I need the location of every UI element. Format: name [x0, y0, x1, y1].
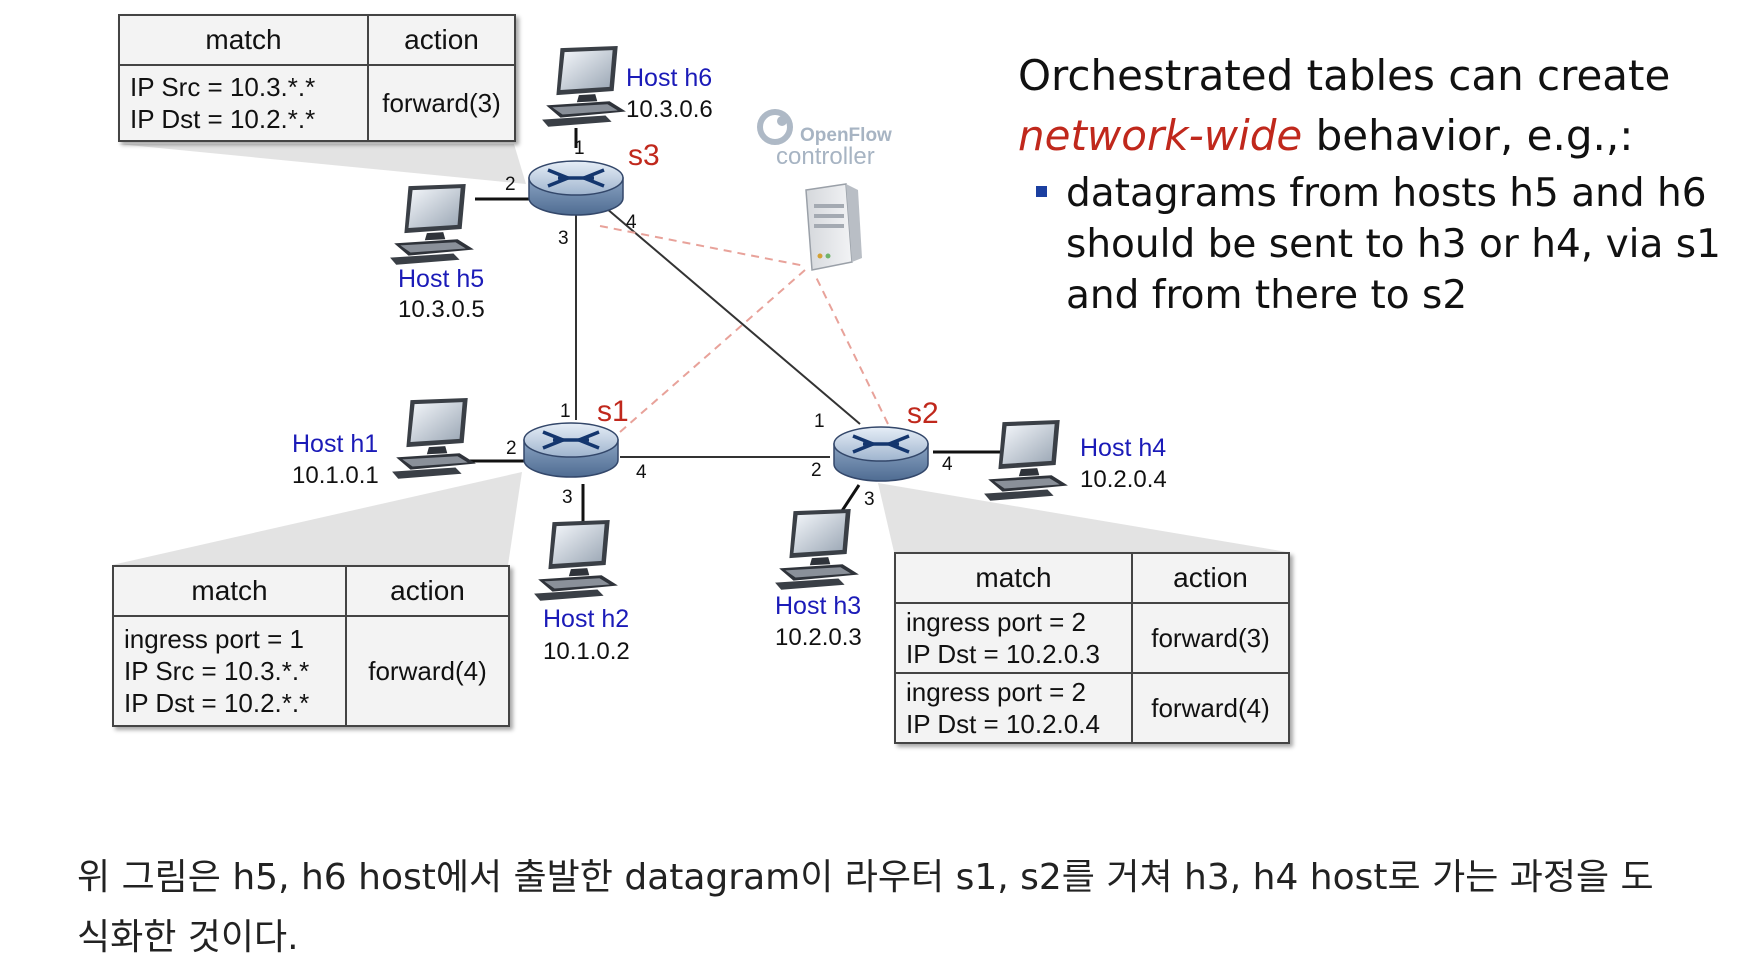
- h3-computer-icon: [775, 509, 859, 590]
- h2-computer-icon: [534, 520, 618, 601]
- s1-port-4: 4: [636, 462, 647, 483]
- headline-rest: behavior, e.g.,:: [1302, 111, 1634, 160]
- s2-port-3: 3: [864, 489, 875, 510]
- match-condition: IP Src = 10.3.*.*: [130, 72, 316, 102]
- host-h2-name: Host h2: [543, 605, 630, 633]
- s3-port-2: 2: [505, 174, 516, 195]
- h6-computer-icon: [542, 46, 626, 127]
- match-cell: ingress port = 2 IP Dst = 10.2.0.4: [894, 672, 1133, 744]
- match-cell: IP Src = 10.3.*.* IP Dst = 10.2.*.*: [118, 64, 369, 142]
- match-cell: ingress port = 2 IP Dst = 10.2.0.3: [894, 602, 1133, 674]
- switch-s3-label: s3: [628, 139, 660, 172]
- s1-router-icon: [522, 422, 620, 479]
- h1-computer-icon: [392, 398, 476, 479]
- host-h3-name: Host h3: [775, 592, 862, 620]
- match-condition: ingress port = 2: [906, 677, 1086, 707]
- headline-line-1: Orchestrated tables can create: [1018, 51, 1671, 100]
- h4-computer-icon: [984, 420, 1068, 501]
- host-h4-ip: 10.2.0.4: [1080, 466, 1167, 493]
- match-condition: IP Dst = 10.2.0.3: [906, 639, 1100, 669]
- action-cell: forward(3): [1131, 602, 1290, 674]
- match-condition: IP Dst = 10.2.*.*: [130, 104, 316, 134]
- s1-port-3: 3: [562, 487, 573, 508]
- slide-text-block: Orchestrated tables can create network-w…: [1018, 46, 1738, 321]
- h5-computer-icon: [390, 184, 474, 265]
- s2-port-4: 4: [942, 454, 953, 475]
- s2-port-2: 2: [811, 460, 822, 481]
- control-link-s3: [599, 225, 806, 267]
- bullet-item: datagrams from hosts h5 and h6 should be…: [1036, 168, 1738, 321]
- s2-router-icon: [832, 426, 930, 483]
- s1-port-1: 1: [560, 401, 571, 422]
- host-h6-name: Host h6: [626, 64, 713, 92]
- table-header-match: match: [118, 14, 369, 66]
- link-s3-s2: [605, 207, 861, 425]
- table-header-match: match: [894, 552, 1133, 604]
- host-h2-ip: 10.1.0.2: [543, 638, 630, 665]
- host-h6-ip: 10.3.0.6: [626, 96, 713, 123]
- table-header-match: match: [112, 565, 347, 617]
- table-header-action: action: [1131, 552, 1290, 604]
- headline-line-2: network-wide behavior, e.g.,:: [1018, 106, 1738, 166]
- action-cell: forward(4): [345, 615, 510, 727]
- s3-table-callout: [118, 144, 526, 184]
- control-link-s1: [619, 269, 806, 433]
- host-h4-name: Host h4: [1080, 434, 1167, 462]
- match-cell: ingress port = 1 IP Src = 10.3.*.* IP Ds…: [112, 615, 347, 727]
- table-header-action: action: [367, 14, 516, 66]
- table-row: ingress port = 1 IP Src = 10.3.*.* IP Ds…: [112, 615, 510, 727]
- switch-s1-label: s1: [597, 395, 629, 428]
- s3-port-4: 4: [626, 212, 637, 233]
- s1-table-callout: [112, 472, 522, 565]
- s3-router-icon: [527, 160, 625, 217]
- bullet-list: datagrams from hosts h5 and h6 should be…: [1018, 168, 1738, 321]
- match-condition: IP Dst = 10.2.0.4: [906, 709, 1100, 739]
- table-row: ingress port = 2 IP Dst = 10.2.0.3 forwa…: [894, 602, 1290, 674]
- match-condition: IP Dst = 10.2.*.*: [124, 688, 310, 718]
- host-h5-ip: 10.3.0.5: [398, 296, 485, 323]
- caption-text: 위 그림은 h5, h6 host에서 출발한 datagram이 라우터 s1…: [77, 857, 1654, 958]
- s2-port-1: 1: [814, 411, 825, 432]
- controller-server-icon: [805, 183, 862, 271]
- table-row: IP Src = 10.3.*.* IP Dst = 10.2.*.* forw…: [118, 64, 516, 142]
- host-h1-ip: 10.1.0.1: [292, 462, 379, 489]
- control-link-s2: [814, 274, 889, 425]
- openflow-logo-icon: [757, 109, 793, 145]
- controller-label: controller: [776, 143, 875, 170]
- openflow-brand-label: OpenFlow: [800, 125, 892, 146]
- host-h1-name: Host h1: [292, 430, 379, 458]
- s3-port-1: 1: [574, 138, 585, 159]
- table-row: ingress port = 2 IP Dst = 10.2.0.4 forwa…: [894, 672, 1290, 744]
- s1-port-2: 2: [506, 438, 517, 459]
- host-h5-name: Host h5: [398, 265, 485, 293]
- action-cell: forward(3): [367, 64, 516, 142]
- switch-s2-label: s2: [907, 397, 939, 430]
- action-cell: forward(4): [1131, 672, 1290, 744]
- host-h3-ip: 10.2.0.3: [775, 624, 862, 651]
- s2-table-callout: [878, 483, 1287, 552]
- match-condition: ingress port = 1: [124, 624, 304, 654]
- match-condition: ingress port = 2: [906, 607, 1086, 637]
- table-header-action: action: [345, 565, 510, 617]
- headline-highlight: network-wide: [1018, 111, 1303, 160]
- match-condition: IP Src = 10.3.*.*: [124, 656, 310, 686]
- s3-port-3: 3: [558, 228, 569, 249]
